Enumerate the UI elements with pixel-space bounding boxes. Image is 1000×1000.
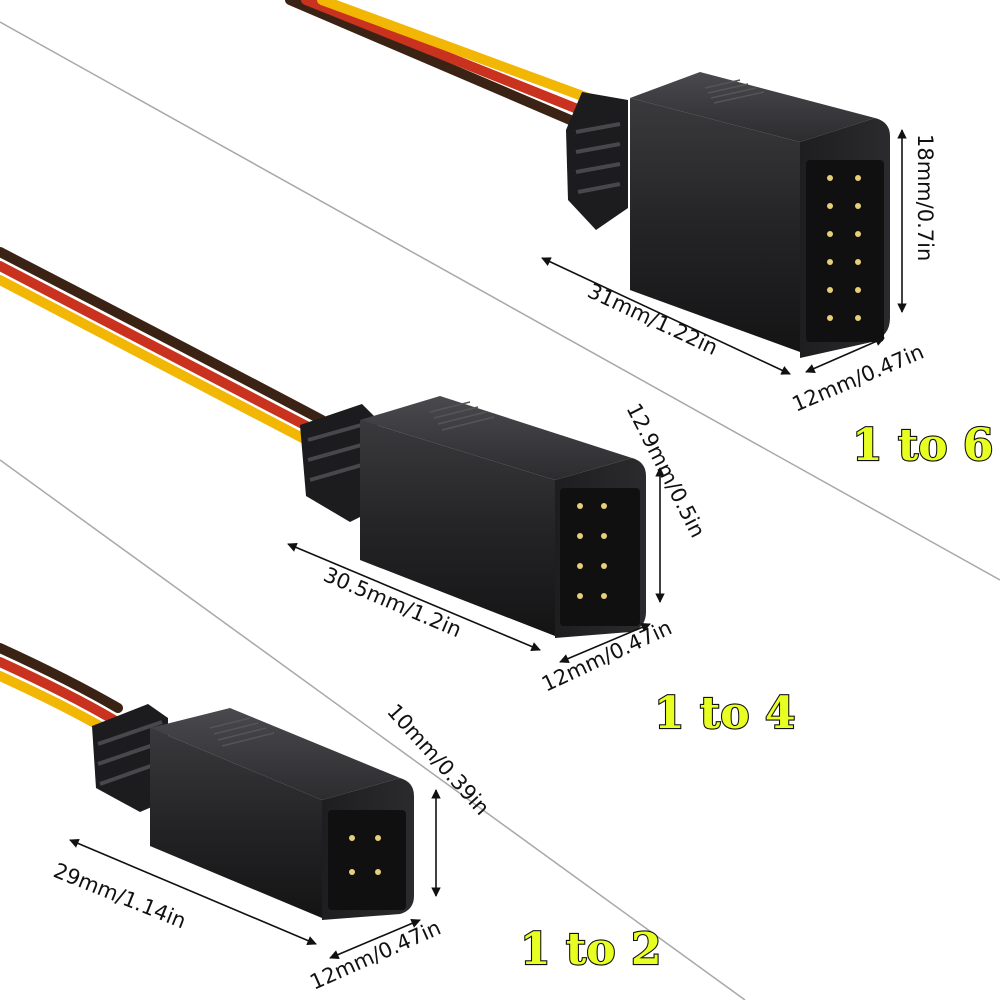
divider-lines: [0, 21, 1000, 1000]
grip-ridges-1-to-2: [209, 717, 275, 747]
grip-ridges-1-to-4: [429, 401, 495, 431]
strain-relief-1-to-6: [566, 92, 628, 230]
height-label-1-to-6: 18mm/0.7in: [913, 134, 937, 261]
pin-grid-1-to-2: [349, 835, 381, 875]
connector-1-to-6: [285, 0, 907, 375]
title-1-to-6: 1 to 6: [852, 420, 994, 471]
servo-wire-1-to-2: [0, 643, 123, 737]
grip-ridges-1-to-6: [704, 79, 765, 104]
strain-relief-1-to-4: [300, 404, 378, 522]
pin-grid-1-to-4: [577, 503, 607, 599]
servo-wire-1-to-4: [0, 247, 327, 449]
pin-grid-1-to-6: [827, 175, 861, 321]
connector-1-to-4: [0, 247, 665, 664]
housing-1-to-2: [150, 708, 414, 920]
dimension-lines-1-to-2: [69, 789, 441, 960]
dimension-lines-1-to-4: [287, 467, 665, 664]
connector-1-to-2: [0, 643, 441, 960]
title-1-to-4: 1 to 4: [654, 688, 796, 739]
servo-wire-1-to-6: [285, 0, 593, 127]
width-label-1-to-2: 12mm/0.47in: [306, 915, 444, 994]
length-label-1-to-2: 29mm/1.14in: [50, 858, 189, 933]
dimension-lines-1-to-6: [541, 129, 907, 375]
title-1-to-2: 1 to 2: [520, 924, 662, 975]
